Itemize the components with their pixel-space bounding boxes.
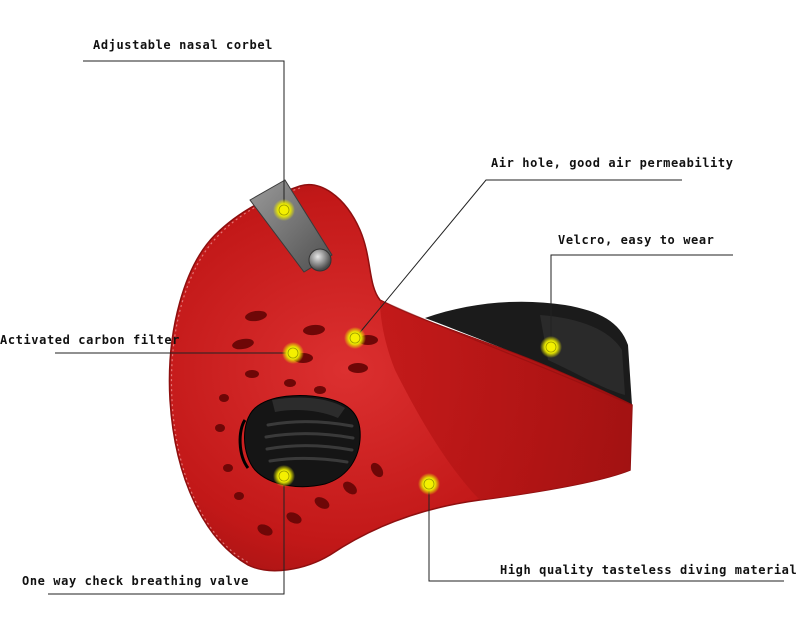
callout-label-air-hole: Air hole, good air permeability (491, 156, 734, 170)
callout-label-breathing-valve: One way check breathing valve (22, 574, 249, 588)
leader-lines (48, 60, 784, 595)
callout-label-nasal-corbel: Adjustable nasal corbel (93, 38, 273, 52)
callout-label-diving-material: High quality tasteless diving material (500, 563, 798, 577)
air-holes (215, 310, 384, 536)
marker-velcro (540, 336, 562, 358)
leader-nasal (83, 60, 285, 210)
marker-airhole (344, 327, 366, 349)
leader-valve (48, 476, 285, 595)
nasal-corbel (249, 179, 333, 273)
marker-nasal (273, 199, 295, 221)
leader-velcro (550, 254, 733, 347)
marker-material (418, 473, 440, 495)
leader-airhole (356, 179, 682, 337)
marker-carbon (282, 342, 304, 364)
velcro-strap (425, 301, 632, 405)
marker-valve (273, 465, 295, 487)
leader-material (428, 484, 784, 582)
callout-label-velcro: Velcro, easy to wear (558, 233, 715, 247)
breathing-valve (238, 394, 361, 488)
markers (273, 199, 562, 495)
callout-label-carbon-filter: Activated carbon filter (0, 333, 180, 347)
